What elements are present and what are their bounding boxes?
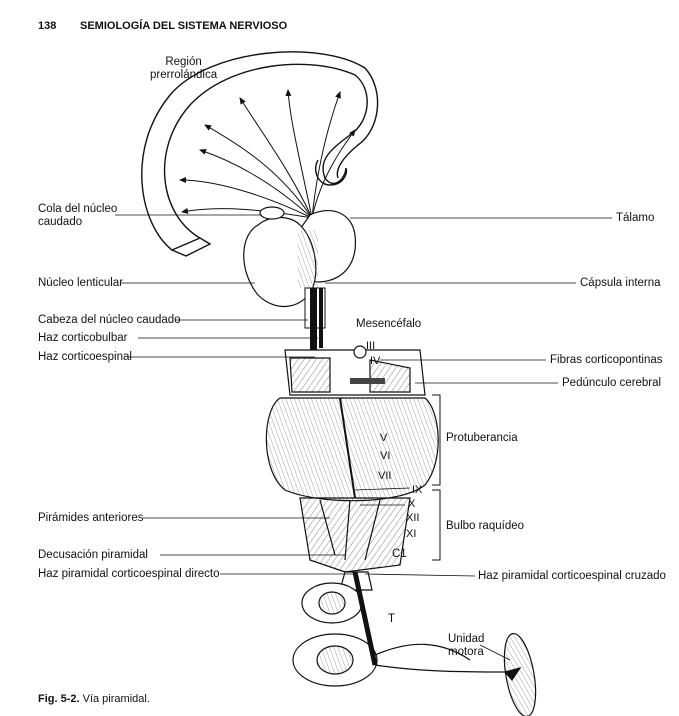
label-bulbo-raquideo: Bulbo raquídeo — [446, 520, 525, 532]
midbrain — [284, 345, 426, 396]
cranial-nerve-label: V — [380, 432, 388, 444]
running-title: SEMIOLOGÍA DEL SISTEMA NERVIOSO — [80, 20, 288, 32]
central-tract — [304, 287, 326, 350]
label-pedunculo-cerebral: Pedúnculo cerebral — [562, 377, 662, 389]
cortex-outline — [141, 51, 379, 257]
leader-lines — [115, 214, 612, 661]
label-cola-nucleo-caudado: Cola del núcleo caudado — [38, 203, 118, 228]
label-talamo: Tálamo — [616, 212, 655, 224]
basal-ganglia — [243, 206, 357, 308]
label-t: T — [388, 613, 396, 625]
figure-number: Fig. 5-2. — [38, 693, 80, 705]
region-brackets — [432, 394, 441, 561]
label-c1: C1 — [392, 548, 407, 560]
cranial-nerve-label: III — [366, 340, 376, 352]
label-haz-corticobulbar: Haz corticobulbar — [38, 332, 128, 344]
cranial-nerve-label: VI — [380, 450, 391, 462]
cranial-nerve-label: IV — [370, 355, 381, 367]
cranial-nerve-label: X — [408, 498, 416, 510]
corticospinal-fiber-fan — [179, 89, 356, 219]
label-mesencefalo: Mesencéfalo — [356, 318, 422, 330]
cranial-nerve-label: IX — [412, 484, 423, 496]
label-region-prerrolandica: Región prerrolándica — [150, 56, 218, 81]
label-capsula-interna: Cápsula interna — [580, 277, 661, 289]
label-piramides-anteriores: Pirámides anteriores — [38, 512, 144, 524]
medulla — [299, 497, 411, 573]
label-haz-corticoespinal: Haz corticoespinal — [38, 351, 132, 363]
cranial-nerve-label: VII — [378, 470, 392, 482]
figure-caption: Fig. 5-2. Vía piramidal. — [38, 693, 150, 705]
cranial-nerve-label: XI — [406, 528, 417, 540]
label-protuberancia: Protuberancia — [446, 432, 518, 444]
page-number: 138 — [38, 20, 57, 32]
label-haz-cruzado: Haz piramidal corticoespinal cruzado — [478, 570, 666, 582]
label-unidad-motora: Unidad motora — [448, 633, 485, 658]
motor-unit-drawing — [374, 632, 537, 716]
spinal-cord — [292, 571, 378, 687]
label-fibras-corticopontinas: Fibras corticopontinas — [550, 354, 663, 366]
label-cabeza-nucleo-caudado: Cabeza del núcleo caudado — [38, 314, 181, 326]
label-haz-directo: Haz piramidal corticoespinal directo — [38, 568, 220, 580]
cranial-nerve-label: XII — [406, 512, 420, 524]
figure-caption-text: Vía piramidal. — [79, 693, 150, 705]
label-nucleo-lenticular: Núcleo lenticular — [38, 277, 124, 289]
label-decusacion-piramidal: Decusación piramidal — [38, 549, 148, 561]
